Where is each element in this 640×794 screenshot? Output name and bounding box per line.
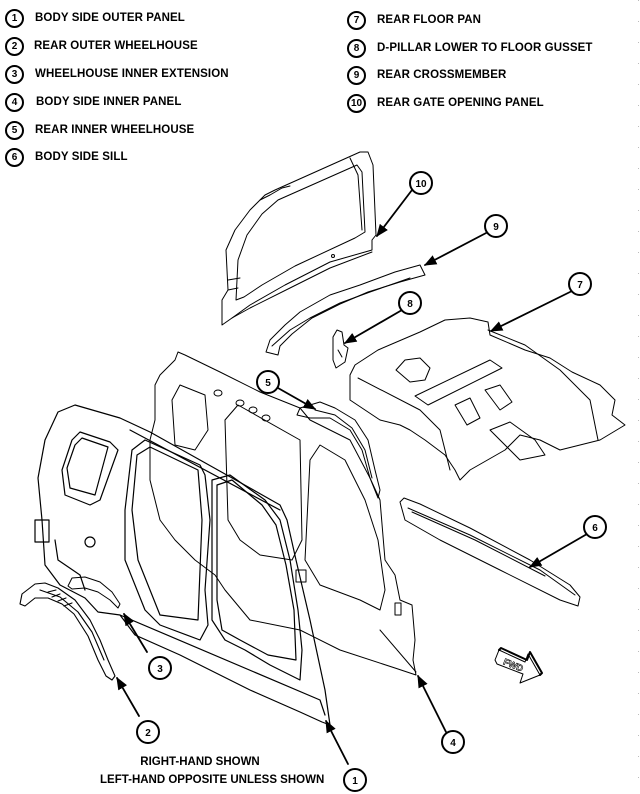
fwd-direction-arrow: FWD [494, 647, 543, 684]
legend-item-3: 3 WHEELHOUSE INNER EXTENSION [5, 63, 229, 85]
legend-item-4: 4 BODY SIDE INNER PANEL [5, 91, 181, 113]
legend-item-5: 5 REAR INNER WHEELHOUSE [5, 119, 194, 141]
callout-2-label: 2 [145, 728, 151, 739]
callout-6-label: 6 [592, 523, 598, 534]
legend-item-7: 7 REAR FLOOR PAN [347, 9, 481, 31]
callout-9-label: 9 [493, 222, 499, 233]
callout-5-label: 5 [265, 378, 271, 389]
legend-label: REAR OUTER WHEELHOUSE [34, 40, 198, 52]
callout-8 [398, 291, 422, 315]
callout-1 [343, 768, 367, 792]
legend-label: REAR GATE OPENING PANEL [377, 97, 544, 109]
leader-line-3 [123, 612, 148, 653]
legend-number-badge: 8 [347, 38, 366, 58]
callout-10 [409, 171, 433, 195]
part-body-side-sill [399, 497, 581, 607]
legend-number-badge: 2 [5, 36, 24, 56]
page-edge-dotted-line [638, 0, 639, 794]
leader-line-1 [325, 719, 349, 765]
leader-line-9 [423, 231, 489, 266]
legend-label: BODY SIDE SILL [35, 151, 128, 163]
legend-number-badge: 4 [5, 92, 24, 112]
callout-1-label: 1 [352, 776, 358, 787]
legend-label: REAR CROSSMEMBER [377, 69, 507, 81]
callout-2 [136, 720, 160, 744]
legend-item-9: 9 REAR CROSSMEMBER [347, 64, 506, 86]
callout-7 [568, 272, 592, 296]
callout-4 [441, 730, 465, 754]
part-body-side-outer-panel [34, 404, 331, 726]
legend-number-badge: 9 [347, 65, 366, 85]
callout-7-label: 7 [577, 280, 583, 291]
part-wheelhouse-inner-extension [67, 576, 121, 609]
legend-item-10: 10 REAR GATE OPENING PANEL [347, 92, 544, 114]
callout-4-label: 4 [450, 738, 456, 749]
callout-6 [583, 515, 607, 539]
legend-label: REAR INNER WHEELHOUSE [35, 124, 195, 136]
part-rear-gate-opening-panel [221, 151, 377, 326]
callout-8-label: 8 [407, 299, 413, 310]
legend-label: BODY SIDE OUTER PANEL [35, 12, 185, 24]
legend-label: WHEELHOUSE INNER EXTENSION [35, 68, 229, 80]
legend-label: D-PILLAR LOWER TO FLOOR GUSSET [377, 42, 593, 54]
footnote-line-2: LEFT-HAND OPPOSITE UNLESS SHOWN [100, 774, 325, 786]
part-body-side-inner-panel [149, 351, 417, 676]
part-rear-outer-wheelhouse [19, 582, 116, 681]
callout-10-label: 10 [415, 179, 427, 190]
legend-number-badge: 3 [5, 64, 24, 84]
legend-number-badge: 6 [5, 147, 24, 167]
part-rear-floor-pan [349, 317, 626, 481]
part-rear-inner-wheelhouse [296, 401, 381, 499]
legend-item-6: 6 BODY SIDE SILL [5, 146, 128, 168]
legend-number-badge: 10 [347, 93, 366, 113]
legend-number-badge: 1 [5, 8, 24, 28]
callout-5 [256, 370, 280, 394]
leader-line-4 [417, 674, 447, 733]
legend-number-badge: 7 [347, 10, 366, 30]
legend-label: REAR FLOOR PAN [377, 14, 482, 26]
callout-3-label: 3 [157, 664, 163, 675]
legend-item-8: 8 D-PILLAR LOWER TO FLOOR GUSSET [347, 37, 593, 59]
footnote-line-1: RIGHT-HAND SHOWN [140, 756, 260, 768]
leader-line-2 [116, 676, 140, 717]
leader-line-7 [489, 290, 573, 332]
leader-line-6 [528, 533, 588, 568]
part-rear-crossmember [265, 264, 426, 356]
leader-line-8 [343, 309, 403, 344]
leader-line-5 [277, 387, 317, 410]
callout-9 [484, 214, 508, 238]
leader-lines [116, 189, 588, 765]
legend-item-2: 2 REAR OUTER WHEELHOUSE [5, 35, 198, 57]
legend-item-1: 1 BODY SIDE OUTER PANEL [5, 7, 185, 29]
leader-line-10 [376, 189, 413, 238]
part-d-pillar-gusset [332, 329, 349, 369]
callout-3 [148, 656, 172, 680]
fwd-label: FWD [502, 657, 525, 674]
legend-label: BODY SIDE INNER PANEL [36, 96, 182, 108]
legend-number-badge: 5 [5, 120, 24, 140]
